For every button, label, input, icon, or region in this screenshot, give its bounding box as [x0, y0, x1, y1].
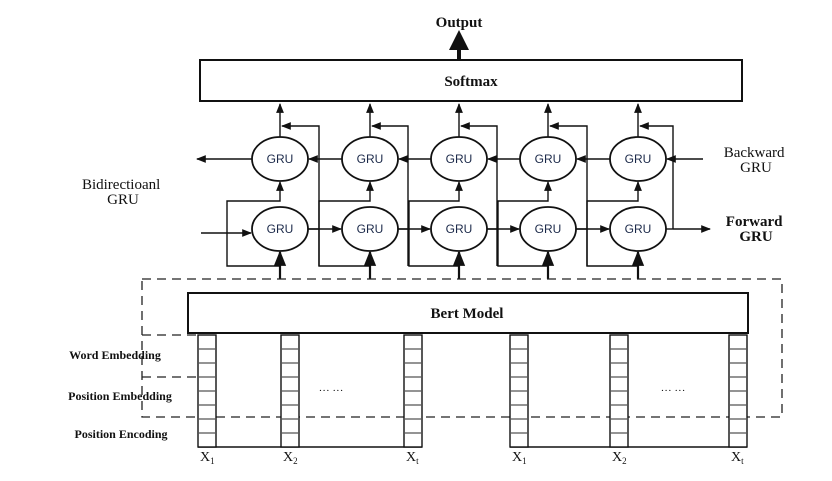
bert-to-backward-gru-arrow — [318, 181, 374, 267]
forward-gru-node — [609, 206, 667, 252]
forward-label-line2: GRU — [739, 229, 773, 245]
bidirectional-label-line1: Bidirectioanl — [82, 177, 160, 193]
forward-gru-label: GRU — [625, 222, 652, 236]
forward-gru-node — [341, 206, 399, 252]
token-label: X2 — [283, 450, 298, 466]
backward-label-line1: Backward — [724, 145, 785, 161]
backward-gru-node — [430, 136, 488, 182]
bidirectional-label-line2: GRU — [107, 192, 139, 208]
bert-dashed-region — [141, 278, 783, 418]
token-ellipsis: ··· ··· — [319, 385, 344, 397]
forward-feedback-arrow — [371, 122, 409, 266]
bert-to-backward-gru-arrow — [226, 181, 284, 267]
word-embedding-label: Word Embedding — [69, 348, 161, 362]
token-subscript: 2 — [293, 456, 298, 466]
backward-gru-node — [341, 136, 399, 182]
token-label: X2 — [612, 450, 627, 466]
token-ellipsis: ··· ··· — [661, 385, 686, 397]
backward-label-line2: GRU — [740, 160, 772, 176]
backward-gru-label: GRU — [357, 152, 384, 166]
token-subscript: t — [416, 456, 419, 466]
forward-label-line1: Forward — [726, 214, 783, 230]
token-label: Xt — [406, 450, 419, 466]
position-embedding-label: Position Embedding — [68, 389, 172, 403]
bert-to-backward-gru-arrow — [586, 181, 642, 267]
softmax-box — [199, 59, 743, 102]
forward-feedback-arrow — [639, 122, 674, 229]
position-encoding-label: Position Encoding — [74, 427, 167, 441]
forward-gru-label: GRU — [446, 222, 473, 236]
forward-feedback-arrow — [460, 122, 498, 266]
output-label: Output — [436, 15, 483, 31]
forward-gru-label: GRU — [535, 222, 562, 236]
forward-gru-label: GRU — [357, 222, 384, 236]
backward-gru-label: GRU — [535, 152, 562, 166]
gru-layer: GRU GRU GRU GRU GRU GRU GRU GRU GRU GRU — [196, 103, 711, 279]
forward-gru-label: GRU — [267, 222, 294, 236]
token-subscript: 1 — [522, 456, 527, 466]
backward-gru-node — [609, 136, 667, 182]
token-subscript: t — [741, 456, 744, 466]
bert-to-backward-gru-arrow — [497, 181, 552, 267]
backward-label: Backward GRU — [724, 145, 789, 176]
token-layer: X1 X2 Xt ··· ··· X1 X2 Xt ··· ··· — [197, 334, 748, 466]
bert-model-label: Bert Model — [431, 306, 504, 322]
backward-gru-label: GRU — [446, 152, 473, 166]
backward-gru-label: GRU — [625, 152, 652, 166]
softmax-label: Softmax — [444, 74, 498, 90]
forward-gru-node — [430, 206, 488, 252]
backward-gru-node — [519, 136, 577, 182]
forward-label: Forward GRU — [726, 214, 786, 245]
forward-gru-node — [251, 206, 309, 252]
token-label: X1 — [512, 450, 527, 466]
backward-gru-label: GRU — [267, 152, 294, 166]
token-subscript: 1 — [210, 456, 215, 466]
bidirectional-label: Bidirectioanl GRU — [82, 177, 164, 208]
bert-to-backward-gru-arrow — [408, 181, 463, 267]
forward-gru-node — [519, 206, 577, 252]
token-label: Xt — [731, 450, 744, 466]
bert-model-box — [187, 292, 749, 334]
token-label: X1 — [200, 450, 215, 466]
token-subscript: 2 — [622, 456, 627, 466]
